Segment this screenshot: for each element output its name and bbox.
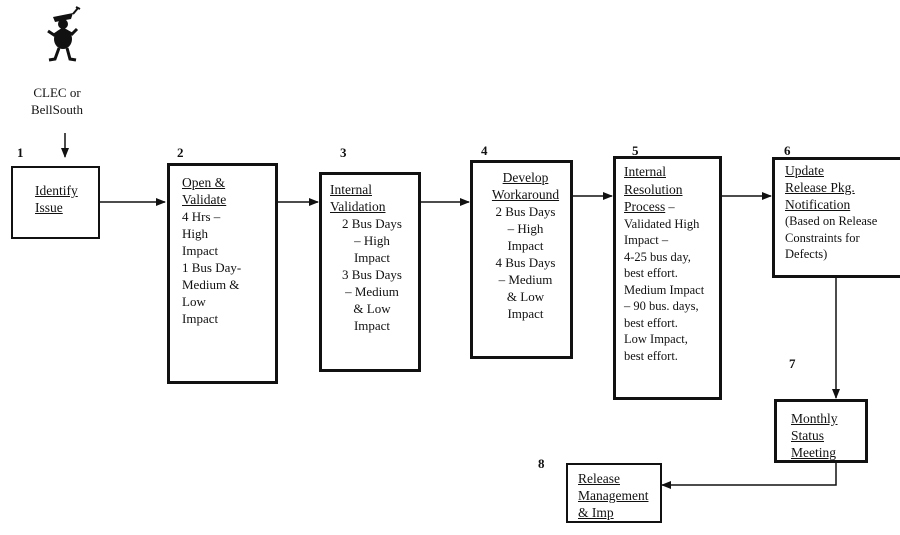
step-body: Validated High Impact – 4-25 bus day, be… (624, 216, 705, 363)
actor-label-line2: BellSouth (30, 102, 83, 117)
step-number-5: 5 (632, 143, 639, 158)
step-box-internal-resolution: Internal Resolution Process – Validated … (613, 156, 722, 400)
step-box-monthly-status-meeting: Monthly Status Meeting (774, 399, 868, 463)
step-title: Monthly Status Meeting (791, 411, 838, 460)
step-title-suffix: – (665, 200, 675, 214)
step-body: 2 Bus Days – High Impact 3 Bus Days – Me… (342, 216, 402, 333)
step-box-internal-validation: Internal Validation 2 Bus Days – High Im… (319, 172, 421, 372)
step-box-identify-issue: Identify Issue (11, 166, 100, 239)
step-number-4: 4 (481, 143, 488, 158)
step-number-3: 3 (340, 145, 347, 160)
step-body: 4 Hrs – High Impact 1 Bus Day- Medium & … (182, 209, 242, 326)
arrow-step7-to-step8 (661, 463, 837, 489)
step-number-7: 7 (789, 356, 796, 371)
step-box-release-management: Release Management & Imp (566, 463, 662, 523)
step-box-develop-workaround: Develop Workaround 2 Bus Days – High Imp… (470, 160, 573, 359)
step-number-1: 1 (17, 145, 24, 160)
actor-label: CLEC or BellSouth (22, 84, 92, 118)
step-title: Update Release Pkg. Notification (785, 163, 855, 212)
step-body: 2 Bus Days – High Impact 4 Bus Days – Me… (495, 204, 556, 321)
person-icon (47, 6, 81, 62)
step-number-2: 2 (177, 145, 184, 160)
step-title: Internal Resolution Process (624, 164, 683, 214)
step-box-update-release-pkg: Update Release Pkg. Notification (Based … (772, 157, 900, 278)
step-title: Develop Workaround (491, 170, 560, 202)
step-number-8: 8 (538, 456, 545, 471)
actor-label-line1: CLEC or (33, 85, 81, 100)
step-title: Identify Issue (35, 183, 78, 215)
step-title: Internal Validation (330, 182, 386, 214)
step-box-open-validate: Open & Validate 4 Hrs – High Impact 1 Bu… (167, 163, 278, 384)
step-title: Open & Validate (182, 175, 227, 207)
step-title: Release Management & Imp (578, 471, 649, 520)
step-body: (Based on Release Constraints for Defect… (785, 214, 878, 261)
step-number-6: 6 (784, 143, 791, 158)
